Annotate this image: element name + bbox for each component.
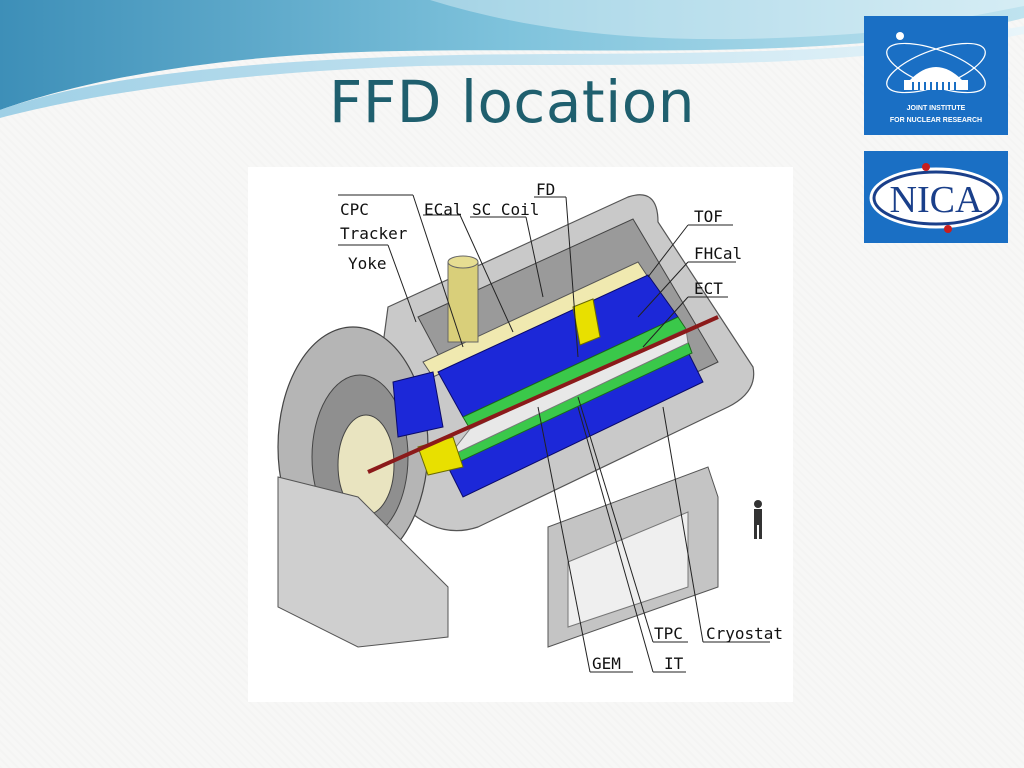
support-stand-left: [277, 476, 449, 648]
mpd-detector-diagram: CPC Tracker Yoke ECal SC Coil FD TOF FHC…: [248, 167, 793, 702]
label-it: IT: [664, 654, 684, 673]
label-yoke: Yoke: [348, 254, 387, 273]
label-ecal: ECal: [424, 200, 463, 219]
label-ect: ECT: [694, 279, 723, 298]
label-gem: GEM: [592, 654, 621, 673]
label-tracker: Tracker: [340, 224, 408, 243]
label-cryostat: Cryostat: [706, 624, 783, 643]
jinr-logo-line2: FOR NUCLEAR RESEARCH: [890, 117, 982, 124]
label-cpc: CPC: [340, 200, 369, 219]
jinr-logo-line1: JOINT INSTITUTE: [907, 105, 966, 112]
person-scale-figure: [754, 500, 762, 539]
label-fd: FD: [536, 180, 555, 199]
nica-logo: NICA: [864, 151, 1008, 243]
beam-pipe: [367, 315, 719, 474]
tracker-post: [447, 261, 479, 343]
nica-logo-text: NICA: [890, 179, 983, 221]
label-tof: TOF: [694, 207, 723, 226]
slide-title: FFD location: [329, 68, 695, 136]
label-fhcal: FHCal: [694, 244, 742, 263]
label-tpc: TPC: [654, 624, 683, 643]
label-sc-coil: SC Coil: [472, 200, 539, 219]
jinr-logo: JOINT INSTITUTE FOR NUCLEAR RESEARCH: [864, 16, 1008, 135]
